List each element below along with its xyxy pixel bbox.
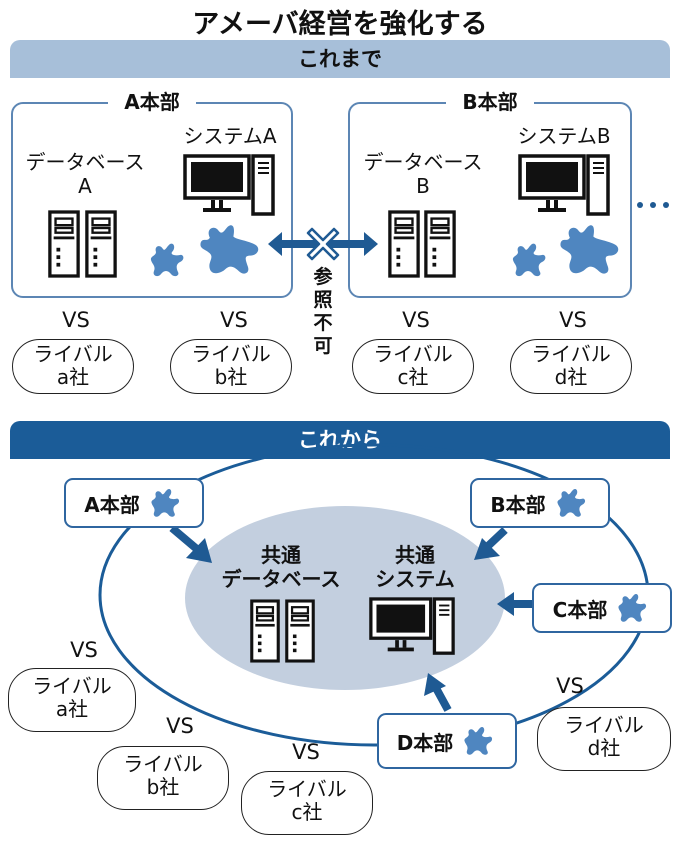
shared-database-label: 共通 データベース — [206, 543, 356, 591]
arrow-b-to-center — [474, 527, 508, 560]
rival-line1: ライバル — [267, 777, 347, 801]
rival-d-before: ライバル d社 — [510, 339, 632, 394]
arrow-d-to-center — [424, 673, 452, 712]
system-label-a: システムA — [183, 124, 277, 148]
division-pill-a: A本部 — [64, 478, 204, 528]
division-title-a: A本部 — [108, 91, 196, 113]
blocked-arrow — [268, 227, 378, 261]
division-pill-b: B本部 — [470, 478, 610, 528]
rival-line1: ライバル — [33, 342, 113, 366]
database-server-icon — [424, 208, 456, 280]
rival-b-after: ライバル b社 — [97, 746, 229, 810]
blocked-char: 不 — [313, 312, 333, 334]
database-letter: B — [416, 174, 430, 198]
database-label-b: データベース B — [358, 150, 488, 198]
vs-label: VS — [292, 740, 320, 764]
shared-database-server-icon — [250, 598, 280, 664]
shared-computer-icon — [369, 596, 455, 658]
rival-line2: c社 — [397, 365, 429, 389]
vs-label: VS — [62, 308, 90, 332]
amoeba-icon — [146, 240, 190, 280]
blocked-x-icon — [306, 227, 340, 261]
database-label-a: データベース A — [20, 150, 150, 198]
database-letter: A — [78, 174, 92, 198]
database-server-icon — [48, 208, 80, 280]
vs-label: VS — [402, 308, 430, 332]
arrow-a-to-center — [169, 524, 212, 563]
rival-a-before: ライバル a社 — [12, 339, 134, 394]
amoeba-icon — [615, 591, 651, 625]
blocked-label: 参 照 不 可 — [311, 266, 335, 358]
database-label-text: データベース — [25, 150, 145, 174]
rival-line2: d社 — [554, 365, 588, 389]
rival-line1: ライバル — [191, 342, 271, 366]
shared-database-line1: 共通 — [261, 543, 301, 567]
shared-database-server-icon — [285, 598, 315, 664]
computer-icon — [183, 154, 275, 218]
division-pill-d: D本部 — [377, 713, 517, 769]
shared-system-line1: 共通 — [395, 543, 435, 567]
shared-platform-ellipse — [185, 506, 505, 690]
vs-label: VS — [220, 308, 248, 332]
vs-label: VS — [556, 674, 584, 698]
diagram-title: アメーバ経営を強化する — [192, 9, 488, 40]
vs-label: VS — [166, 714, 194, 738]
rival-a-after: ライバル a社 — [8, 668, 136, 732]
division-pill-c: C本部 — [532, 583, 672, 633]
amoeba-icon — [508, 240, 552, 280]
blocked-char: 参 — [313, 266, 333, 288]
rival-line2: b社 — [146, 775, 180, 799]
computer-icon — [518, 154, 610, 218]
amoeba-icon — [148, 486, 184, 520]
blocked-char: 可 — [313, 335, 333, 357]
rival-line1: ライバル — [123, 752, 203, 776]
rival-b-before: ライバル b社 — [170, 339, 292, 394]
amoeba-icon — [554, 486, 590, 520]
rival-c-after: ライバル c社 — [241, 771, 373, 835]
amoeba-icon — [556, 222, 624, 278]
division-pill-label: A本部 — [84, 492, 140, 517]
rival-line2: a社 — [55, 697, 89, 721]
rival-c-before: ライバル c社 — [352, 339, 474, 394]
rival-line2: b社 — [214, 365, 248, 389]
arrow-c-to-center — [497, 592, 533, 616]
vs-label: VS — [70, 638, 98, 662]
database-server-icon — [388, 208, 420, 280]
amoeba-icon — [196, 222, 264, 278]
rival-line2: a社 — [56, 365, 90, 389]
division-pill-label: C本部 — [552, 597, 608, 622]
rival-line1: ライバル — [32, 674, 112, 698]
database-server-icon — [85, 208, 117, 280]
rival-line2: d社 — [587, 736, 621, 760]
rival-d-after: ライバル d社 — [537, 707, 671, 771]
system-label-b: システムB — [517, 124, 611, 148]
division-pill-label: B本部 — [490, 492, 546, 517]
database-label-text: データベース — [363, 150, 483, 174]
division-pill-label: D本部 — [396, 730, 454, 755]
more-dots-icon — [637, 202, 669, 208]
division-title-b: B本部 — [446, 91, 534, 113]
blocked-char: 照 — [313, 289, 333, 311]
rival-line1: ライバル — [373, 342, 453, 366]
band-before: これまで — [10, 40, 670, 78]
amoeba-icon — [461, 724, 497, 758]
rival-line1: ライバル — [531, 342, 611, 366]
shared-system-label: 共通 システム — [360, 543, 470, 591]
shared-system-line2: システム — [375, 567, 455, 591]
rival-line1: ライバル — [564, 713, 644, 737]
vs-label: VS — [559, 308, 587, 332]
rival-line2: c社 — [291, 800, 323, 824]
band-after: これから — [10, 421, 670, 459]
shared-database-line2: データベース — [221, 567, 341, 591]
